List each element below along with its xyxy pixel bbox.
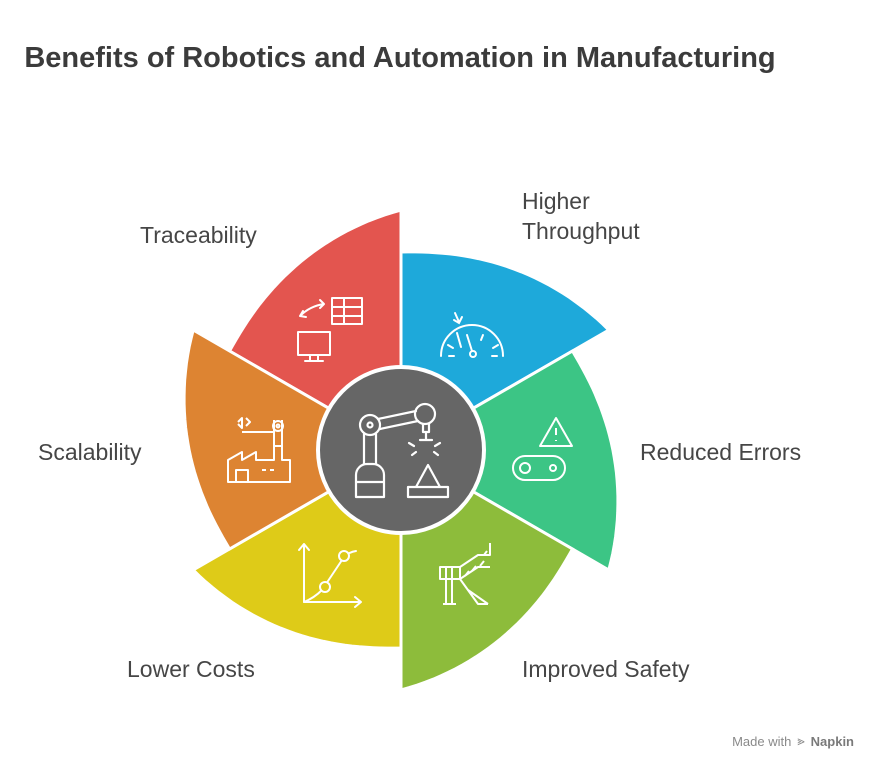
segment-reduced-errors <box>398 348 620 573</box>
footer-prefix: Made with <box>732 733 792 749</box>
label-higher-throughput: Higher Throughput <box>522 188 640 244</box>
speedometer-icon <box>440 312 504 358</box>
napkin-logo-icon: ⪢ <box>797 733 805 748</box>
line-chart-icon <box>298 543 362 608</box>
label-lower-costs: Lower Costs <box>127 656 255 682</box>
napkin-watermark: Made with ⪢ Napkin <box>732 733 854 749</box>
label-improved-safety: Improved Safety <box>522 656 690 682</box>
robot-arm-icon <box>354 402 450 499</box>
label-reduced-errors: Reduced Errors <box>640 439 802 465</box>
label-scalability: Scalability <box>38 439 142 465</box>
center-hub <box>316 365 486 535</box>
conveyor-warning-icon <box>512 417 573 481</box>
factory-icon <box>227 417 291 483</box>
traceability-icon <box>297 297 363 362</box>
page-title: Benefits of Robotics and Automation in M… <box>24 42 776 74</box>
label-traceability: Traceability <box>140 222 257 248</box>
safety-barrier-icon <box>439 543 491 605</box>
footer-brand: Napkin <box>810 733 854 749</box>
segment-scalability <box>182 327 404 552</box>
